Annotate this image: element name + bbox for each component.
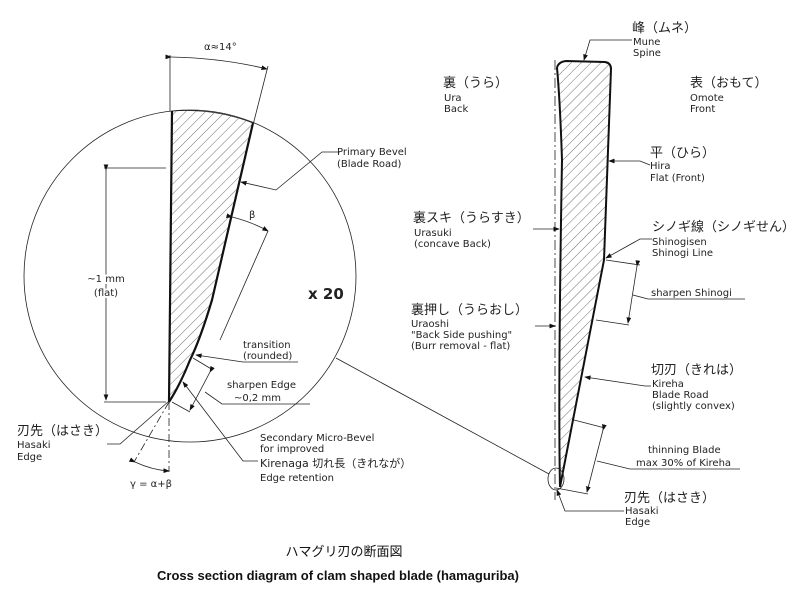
ura-jp-label: 裏（うら） (443, 76, 508, 91)
uraoshi-jp-label: 裏押し（うらおし） (411, 303, 528, 318)
hasaki-jp-label: 刃先（はさき） (17, 424, 108, 439)
hasaki-sublabel: Edge (17, 452, 42, 463)
omote-jp-label: 表（おもて） (690, 76, 767, 91)
flat-dim-sublabel: (flat) (94, 288, 118, 299)
gamma-angle-label: γ = α+β (130, 479, 172, 490)
transition-label: transition (243, 340, 291, 351)
micro-bevel-line4: Edge retention (260, 473, 334, 484)
thinning-sublabel: max 30% of Kireha (636, 458, 731, 469)
primary-bevel-label: Primary Bevel (337, 147, 407, 158)
primary-bevel-sublabel: (Blade Road) (337, 159, 401, 170)
thinning-label: thinning Blade (648, 445, 721, 456)
bevel-line (168, 122, 255, 403)
micro-bevel-line3: Kirenaga 切れ長（きれなが） (260, 456, 411, 470)
magnified-edge-detail: α≈14° β ~1 mm (flat) x 20 Primary Bevel … (17, 42, 411, 490)
sharpen-edge-sublabel: ~0,2 mm (234, 393, 281, 404)
kireha-line3: (slightly convex) (652, 401, 735, 412)
sharpen-edge-label: sharpen Edge (227, 380, 296, 391)
ura-label: Ura (444, 93, 462, 104)
ura-sublabel: Back (444, 104, 468, 115)
mune-jp-label: 峰（ムネ） (632, 21, 697, 36)
beta-angle-label: β (249, 210, 255, 221)
kireha-line2: Blade Road (652, 390, 709, 401)
omote-label: Omote (690, 93, 724, 104)
uraoshi-line2: "Back Side pushing" (411, 330, 512, 341)
title-english: Cross section diagram of clam shaped bla… (157, 568, 519, 583)
hasaki-label: Hasaki (17, 440, 51, 451)
omote-sublabel: Front (690, 104, 715, 115)
transition-sublabel: (rounded) (243, 351, 292, 362)
back-flat-line (167, 110, 174, 403)
uraoshi-label: Uraoshi (411, 319, 449, 330)
hira-jp-label: 平（ひら） (650, 146, 715, 161)
detail-connector-line (335, 357, 550, 475)
flat-dim-label: ~1 mm (87, 274, 124, 285)
magnification-circle (23, 109, 357, 443)
urasuki-jp-label: 裏スキ（うらすき） (413, 211, 530, 226)
mune-label: Mune (633, 37, 660, 48)
shinogisen-jp-label: シノギ線（シノギせん） (652, 219, 795, 235)
urasuki-label: Urasuki (414, 228, 452, 239)
hira-label: Hira (650, 161, 671, 172)
sharpen-shinogi-label: sharpen Shinogi (651, 288, 732, 299)
alpha-angle-label: α≈14° (204, 42, 237, 53)
mune-sublabel: Spine (633, 48, 661, 59)
edge-cross-section (169, 110, 253, 402)
urasuki-sublabel: (concave Back) (414, 239, 491, 250)
edge-detail-circle (547, 467, 565, 491)
kireha-jp-label: 切刃（きれは） (651, 363, 742, 378)
hasaki-right-label: Hasaki (625, 506, 659, 517)
micro-bevel-label: Secondary Micro-Bevel (260, 433, 374, 444)
hasaki-right-jp-label: 刃先（はさき） (624, 491, 715, 506)
shinogisen-label: Shinogisen (652, 237, 707, 248)
kireha-label: Kireha (652, 379, 684, 390)
shinogisen-sublabel: Shinogi Line (652, 248, 713, 259)
hasaki-right-sublabel: Edge (625, 517, 650, 528)
blade-cross-section: 峰（ムネ） Mune Spine 裏（うら） Ura Back 表（おもて） O… (411, 21, 795, 528)
magnification-label: x 20 (308, 285, 344, 303)
title-japanese: ハマグリ刃の断面図 (285, 545, 402, 560)
hira-sublabel: Flat (Front) (650, 173, 705, 184)
blade-section-shape (555, 59, 613, 488)
micro-bevel-line2: for improved (260, 444, 324, 455)
uraoshi-line3: (Burr removal - flat) (411, 341, 510, 352)
